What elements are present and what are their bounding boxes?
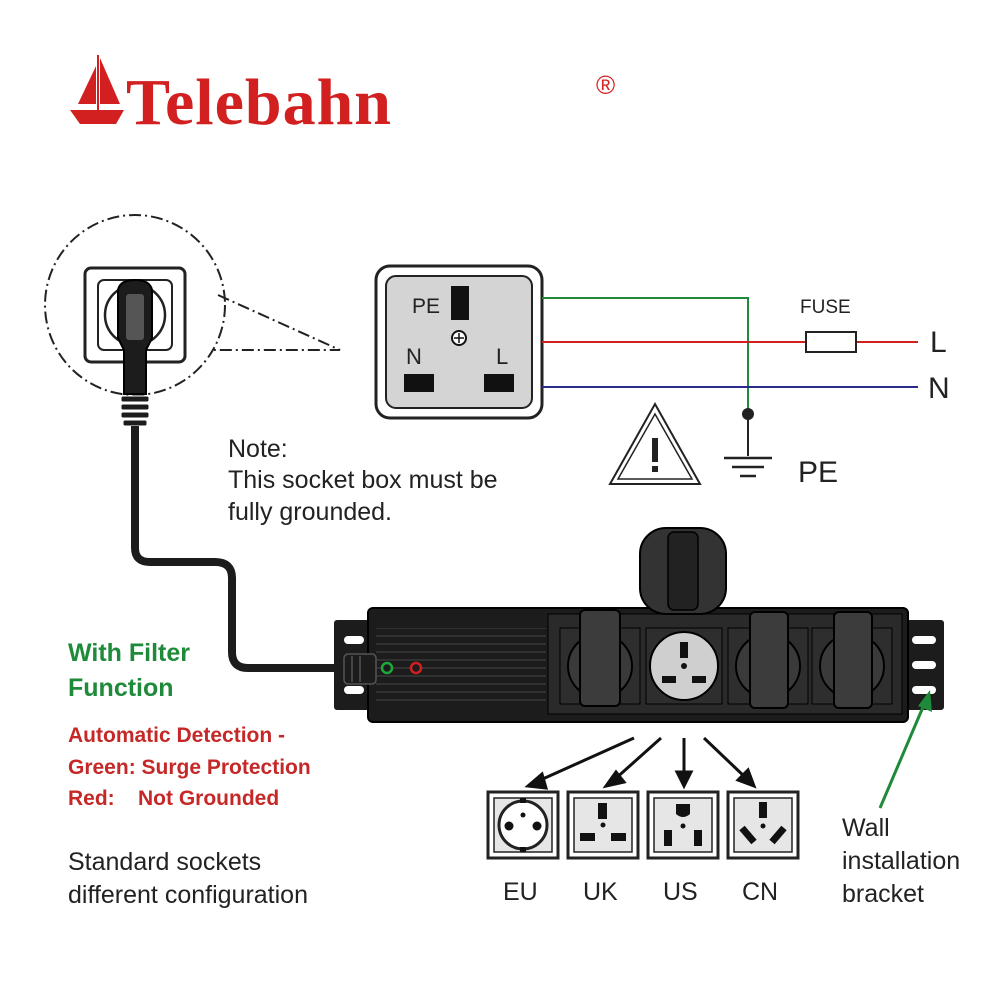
note-line-2: fully grounded. xyxy=(228,497,393,526)
detection-line-1: Automatic Detection - xyxy=(68,724,286,747)
ground-symbol-icon xyxy=(724,456,772,478)
power-cord xyxy=(131,426,348,672)
brand-name: Telebahn xyxy=(126,66,393,139)
red-indicator xyxy=(409,661,423,675)
standard-cn-label: CN xyxy=(742,878,779,906)
power-strip xyxy=(334,527,944,723)
note-heading: Note: xyxy=(228,435,288,463)
registered-mark: ® xyxy=(596,70,616,100)
neutral-label: N xyxy=(928,372,950,405)
green-indicator xyxy=(380,661,394,675)
bracket-line-2: installation xyxy=(842,847,961,875)
detection-legend: Automatic Detection - Green: Surge Prote… xyxy=(68,720,311,815)
circuit-wires xyxy=(542,297,918,456)
note-block: Note: This socket box must be fully grou… xyxy=(228,434,498,528)
cn-socket-icon xyxy=(726,790,800,860)
sail-logo-icon xyxy=(70,55,124,124)
bracket-arrow xyxy=(878,690,932,809)
standard-eu-label: EU xyxy=(503,878,538,906)
standard-us-label: US xyxy=(663,878,698,906)
detection-line-2: Green: Surge Protection xyxy=(68,755,311,779)
fuse-label: FUSE xyxy=(800,297,851,318)
socket-pe-label: PE xyxy=(412,295,441,318)
detection-line-3: Red: Not Grounded xyxy=(68,787,280,810)
bracket-caption: Wall installation bracket xyxy=(842,812,960,911)
filter-title-line-1: With Filter xyxy=(68,639,190,667)
standard-arrows xyxy=(524,736,757,790)
uk-socket-icon xyxy=(566,790,640,860)
socket-box xyxy=(374,264,544,420)
standards-caption: Standard sockets different configuration xyxy=(68,846,308,911)
note-line-1: This socket box must be xyxy=(228,466,498,495)
plug-icon xyxy=(117,278,153,427)
filter-title-line-2: Function xyxy=(68,673,174,702)
socket-l-label: L xyxy=(496,344,509,369)
bracket-line-1: Wall xyxy=(842,814,890,842)
standard-uk-label: UK xyxy=(583,878,618,906)
filter-title: With Filter Function xyxy=(68,636,190,705)
bracket-line-3: bracket xyxy=(842,880,924,908)
eu-socket-icon xyxy=(486,790,560,860)
standards-line-2: different configuration xyxy=(68,880,308,909)
earth-label: PE xyxy=(798,456,839,489)
fuse-icon xyxy=(805,331,857,353)
socket-n-label: N xyxy=(406,344,422,369)
us-socket-icon xyxy=(646,790,720,860)
line-label: L xyxy=(930,326,947,359)
standards-line-1: Standard sockets xyxy=(68,848,262,876)
warning-triangle-icon xyxy=(608,401,702,485)
